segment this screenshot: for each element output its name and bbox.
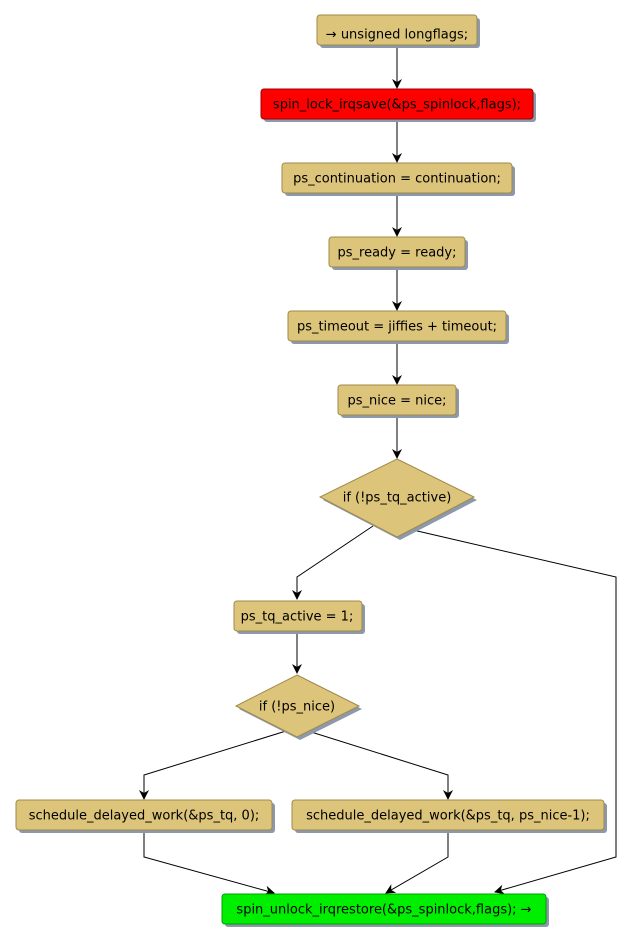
node-sched-nice: schedule_delayed_work(&ps_tq, ps_nice-1)… [291, 799, 607, 833]
node-continuation-label: ps_continuation = continuation; [293, 172, 501, 187]
node-continuation: ps_continuation = continuation; [281, 162, 515, 196]
node-timeout: ps_timeout = jiffies + timeout; [287, 310, 509, 344]
node-timeout-label: ps_timeout = jiffies + timeout; [297, 320, 497, 335]
node-set-tq-active-label: ps_tq_active = 1; [241, 610, 354, 625]
edge-sched-nice-unlock [385, 831, 449, 894]
node-nice: ps_nice = nice; [337, 384, 459, 418]
node-start-label: → unsigned longflags; [326, 28, 468, 43]
node-cond-nice-label: if (!ps_nice) [259, 700, 335, 715]
edge-cond-tq-active-yes [292, 525, 374, 600]
node-cond-tq-active: if (!ps_tq_active) [318, 458, 477, 540]
node-start: → unsigned longflags; [316, 14, 480, 48]
node-lock: spin_lock_irqsave(&ps_spinlock,flags); [260, 88, 536, 122]
node-set-tq-active: ps_tq_active = 1; [233, 600, 365, 634]
edges [139, 46, 617, 896]
node-ready-label: ps_ready = ready; [338, 246, 457, 261]
edge-cond-nice-yes [139, 730, 287, 800]
edge-sched-zero-unlock [143, 831, 275, 896]
node-unlock: spin_unlock_irqrestore(&ps_spinlock,flag… [221, 893, 549, 927]
node-nice-label: ps_nice = nice; [347, 394, 446, 409]
node-sched-nice-label: schedule_delayed_work(&ps_tq, ps_nice-1)… [306, 809, 590, 824]
node-lock-label: spin_lock_irqsave(&ps_spinlock,flags); [273, 98, 521, 113]
node-unlock-label: spin_unlock_irqrestore(&ps_spinlock,flag… [236, 903, 531, 918]
node-sched-zero-label: schedule_delayed_work(&ps_tq, 0); [29, 809, 260, 824]
node-cond-tq-active-label: if (!ps_tq_active) [343, 491, 452, 506]
node-sched-zero: schedule_delayed_work(&ps_tq, 0); [15, 799, 275, 833]
node-ready: ps_ready = ready; [328, 236, 468, 270]
edge-cond-tq-active-no [412, 529, 617, 895]
node-cond-nice: if (!ps_nice) [234, 674, 362, 740]
edge-cond-nice-no [307, 730, 453, 800]
